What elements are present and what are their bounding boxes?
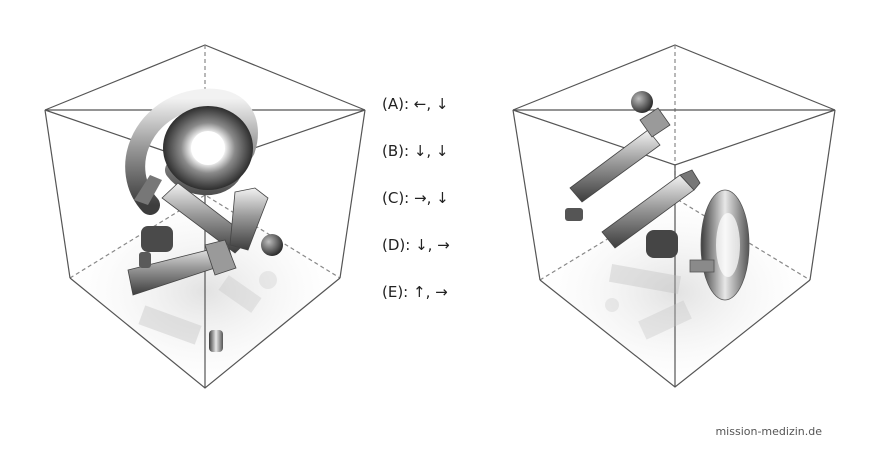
left-cube-edges — [44, 44, 366, 389]
right-cube — [512, 44, 836, 388]
option-a[interactable]: (A): ←, ↓ — [382, 95, 449, 113]
right-small-block — [565, 208, 583, 221]
left-spiral-object — [125, 88, 258, 215]
right-cube-edges — [512, 44, 836, 388]
right-cube-block — [646, 230, 678, 258]
right-l-bar — [569, 107, 671, 203]
option-c[interactable]: (C): →, ↓ — [382, 189, 449, 207]
option-d[interactable]: (D): ↓, → — [382, 236, 450, 254]
right-reflections — [605, 264, 692, 340]
left-ball — [261, 234, 283, 256]
footer-credit: mission-medizin.de — [715, 425, 822, 438]
option-b[interactable]: (B): ↓, ↓ — [382, 142, 449, 160]
left-reflections — [138, 271, 277, 345]
answer-options: (A): ←, ↓ (B): ↓, ↓ (C): →, ↓ (D): ↓, → … — [382, 92, 502, 327]
left-cube — [44, 44, 366, 389]
left-small-block — [139, 252, 151, 268]
left-capsule — [209, 330, 223, 352]
left-bars — [127, 182, 269, 296]
option-e[interactable]: (E): ↑, → — [382, 283, 448, 301]
right-torus-object — [689, 189, 750, 301]
right-long-bar — [601, 169, 701, 249]
left-cube-block — [141, 226, 173, 252]
right-ball — [631, 91, 653, 113]
